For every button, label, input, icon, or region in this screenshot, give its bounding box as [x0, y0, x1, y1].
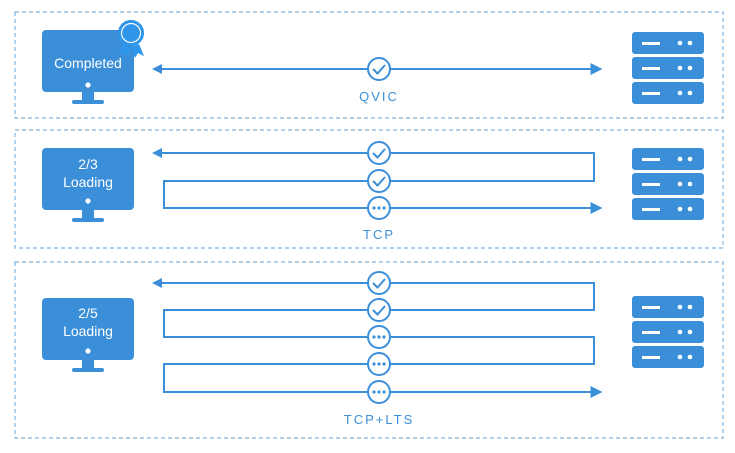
client-status-line: Completed — [54, 55, 122, 71]
panel-qvic: Completed QVIC — [14, 11, 724, 119]
ellipsis-circle-icon — [367, 380, 391, 404]
protocol-label: TCP+LTS — [344, 412, 414, 427]
panel-tcp-lts: 2/5 Loading — [14, 261, 724, 439]
protocol-label: TCP — [363, 227, 395, 242]
client-status-line: Loading — [63, 323, 113, 339]
panel-border — [14, 11, 724, 119]
client-monitor-icon: Completed — [42, 30, 134, 104]
server-rack-icon — [632, 32, 704, 104]
award-ribbon-icon — [117, 19, 145, 58]
check-circle-icon — [367, 169, 391, 193]
check-circle-icon — [367, 271, 391, 295]
ellipsis-circle-icon — [367, 196, 391, 220]
client-status-line: Loading — [63, 174, 113, 190]
panel-border — [14, 129, 724, 249]
check-circle-icon — [367, 57, 391, 81]
server-rack-icon — [632, 296, 704, 368]
client-monitor-icon: 2/3 Loading — [42, 148, 134, 222]
server-rack-icon — [632, 148, 704, 220]
client-progress: 2/3 — [78, 156, 98, 172]
check-circle-icon — [367, 298, 391, 322]
panel-tcp: 2/3 Loading TCP — [14, 129, 724, 249]
client-monitor-icon: 2/5 Loading — [42, 298, 134, 372]
check-circle-icon — [367, 141, 391, 165]
ellipsis-circle-icon — [367, 352, 391, 376]
protocol-label: QVIC — [359, 89, 399, 104]
panel-border — [14, 261, 724, 439]
client-progress: 2/5 — [78, 305, 98, 321]
ellipsis-circle-icon — [367, 325, 391, 349]
